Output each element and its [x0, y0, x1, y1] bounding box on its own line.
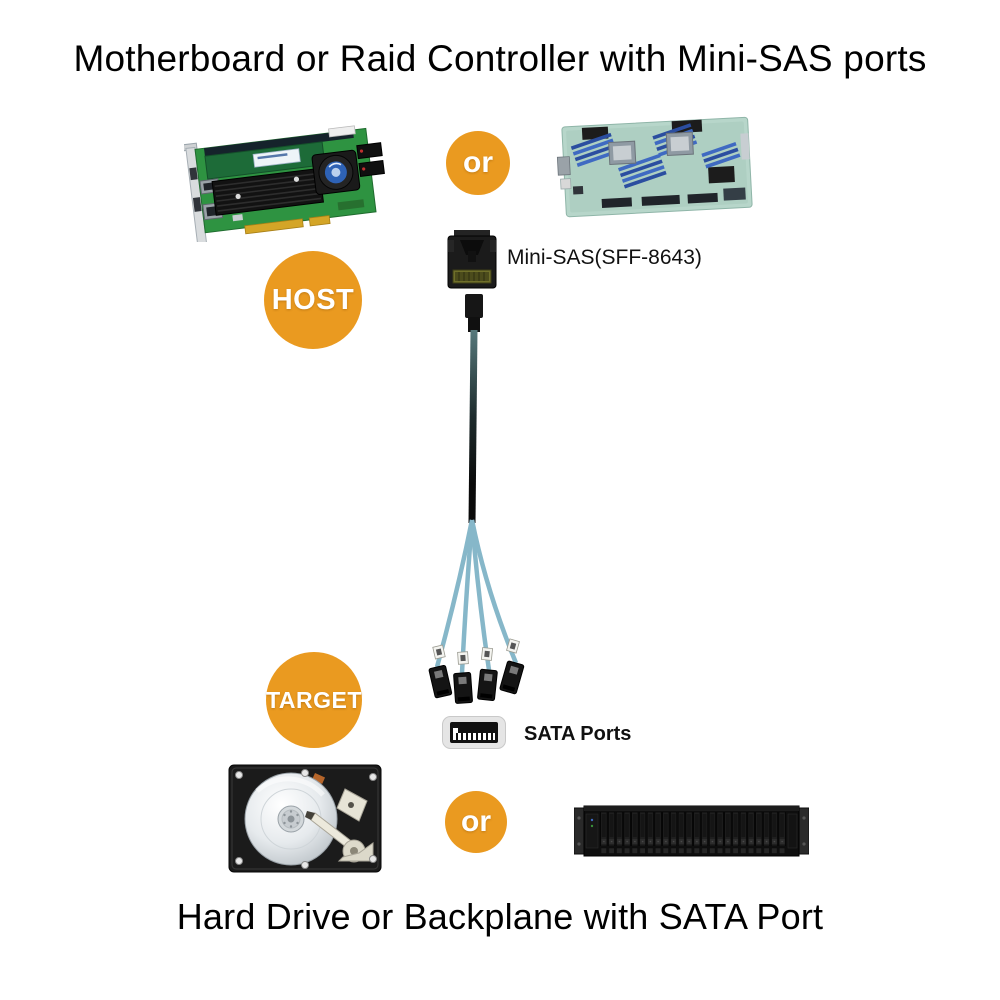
bottom-title: Hard Drive or Backplane with SATA Port [176, 896, 824, 937]
cable-label-tag [480, 647, 494, 661]
mini-sas-label: Mini-SAS(SFF-8643) [507, 246, 702, 269]
or-badge-top-label: or [463, 146, 493, 179]
or-badge-top: or [446, 131, 510, 195]
sata-connector-image [453, 672, 473, 704]
breakout-cable-image [428, 294, 525, 704]
sata-ports-label: SATA Ports [524, 723, 632, 745]
sata-port-icon [442, 716, 506, 749]
or-badge-bottom-label: or [461, 805, 491, 838]
host-badge-label: HOST [271, 283, 355, 316]
target-badge: TARGET [266, 652, 362, 748]
server-motherboard-image [556, 116, 753, 218]
backplane-image [574, 805, 809, 857]
cable-label-tag [432, 644, 446, 660]
cable-label-tag [506, 638, 520, 654]
host-badge: HOST [264, 251, 362, 349]
top-title: Motherboard or Raid Controller with Mini… [73, 38, 927, 79]
target-badge-label: TARGET [266, 686, 362, 713]
raid-controller-image [184, 125, 385, 242]
mini-sas-connector-image [447, 230, 497, 289]
hard-drive-image [228, 764, 382, 873]
sata-connector-image [428, 664, 453, 699]
sata-connector-image [499, 660, 525, 695]
sata-connector-image [477, 668, 498, 702]
cable-label-tag [457, 651, 469, 665]
or-badge-bottom: or [445, 791, 507, 853]
